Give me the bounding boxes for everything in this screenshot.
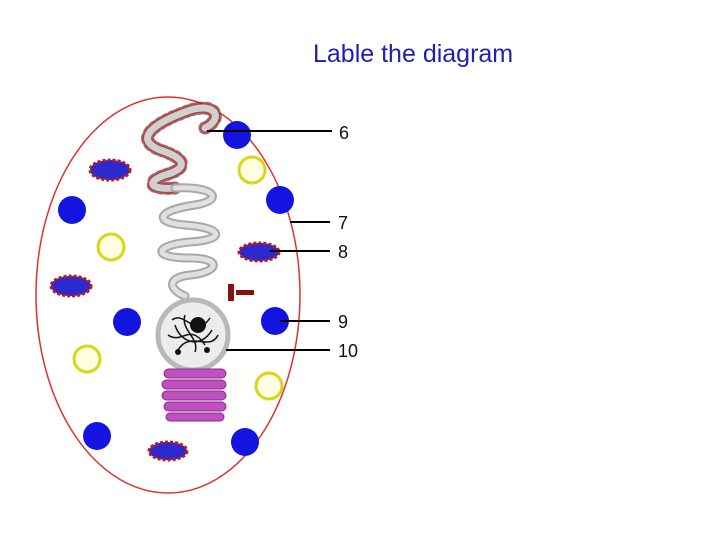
blue-vesicle [58,196,86,224]
mitochondrion [88,158,132,182]
mitochondria [49,158,281,462]
yellow-vesicle [254,371,284,401]
blue-vesicle [113,308,141,336]
centriole [228,284,254,301]
label-9: 9 [338,312,348,332]
mitochondrion [49,274,93,298]
label-8: 8 [338,242,348,262]
cell-membrane [35,96,301,494]
yellow-vesicles [72,155,284,401]
golgi-apparatus [161,368,227,422]
label-7: 7 [338,213,348,233]
nucleus [155,297,231,373]
yellow-vesicle [96,232,126,262]
blue-vesicle [223,121,251,149]
yellow-vesicle [237,155,267,185]
mitochondrion [147,440,189,462]
label-6: 6 [339,123,349,143]
leader-lines [207,130,332,351]
label-10: 10 [338,341,358,361]
blue-vesicle [266,186,294,214]
blue-vesicle [261,307,289,335]
blue-vesicle [231,428,259,456]
blue-vesicles [58,121,294,456]
page-title: Lable the diagram [313,40,514,68]
blue-vesicle [83,422,111,450]
yellow-vesicle [72,344,102,374]
